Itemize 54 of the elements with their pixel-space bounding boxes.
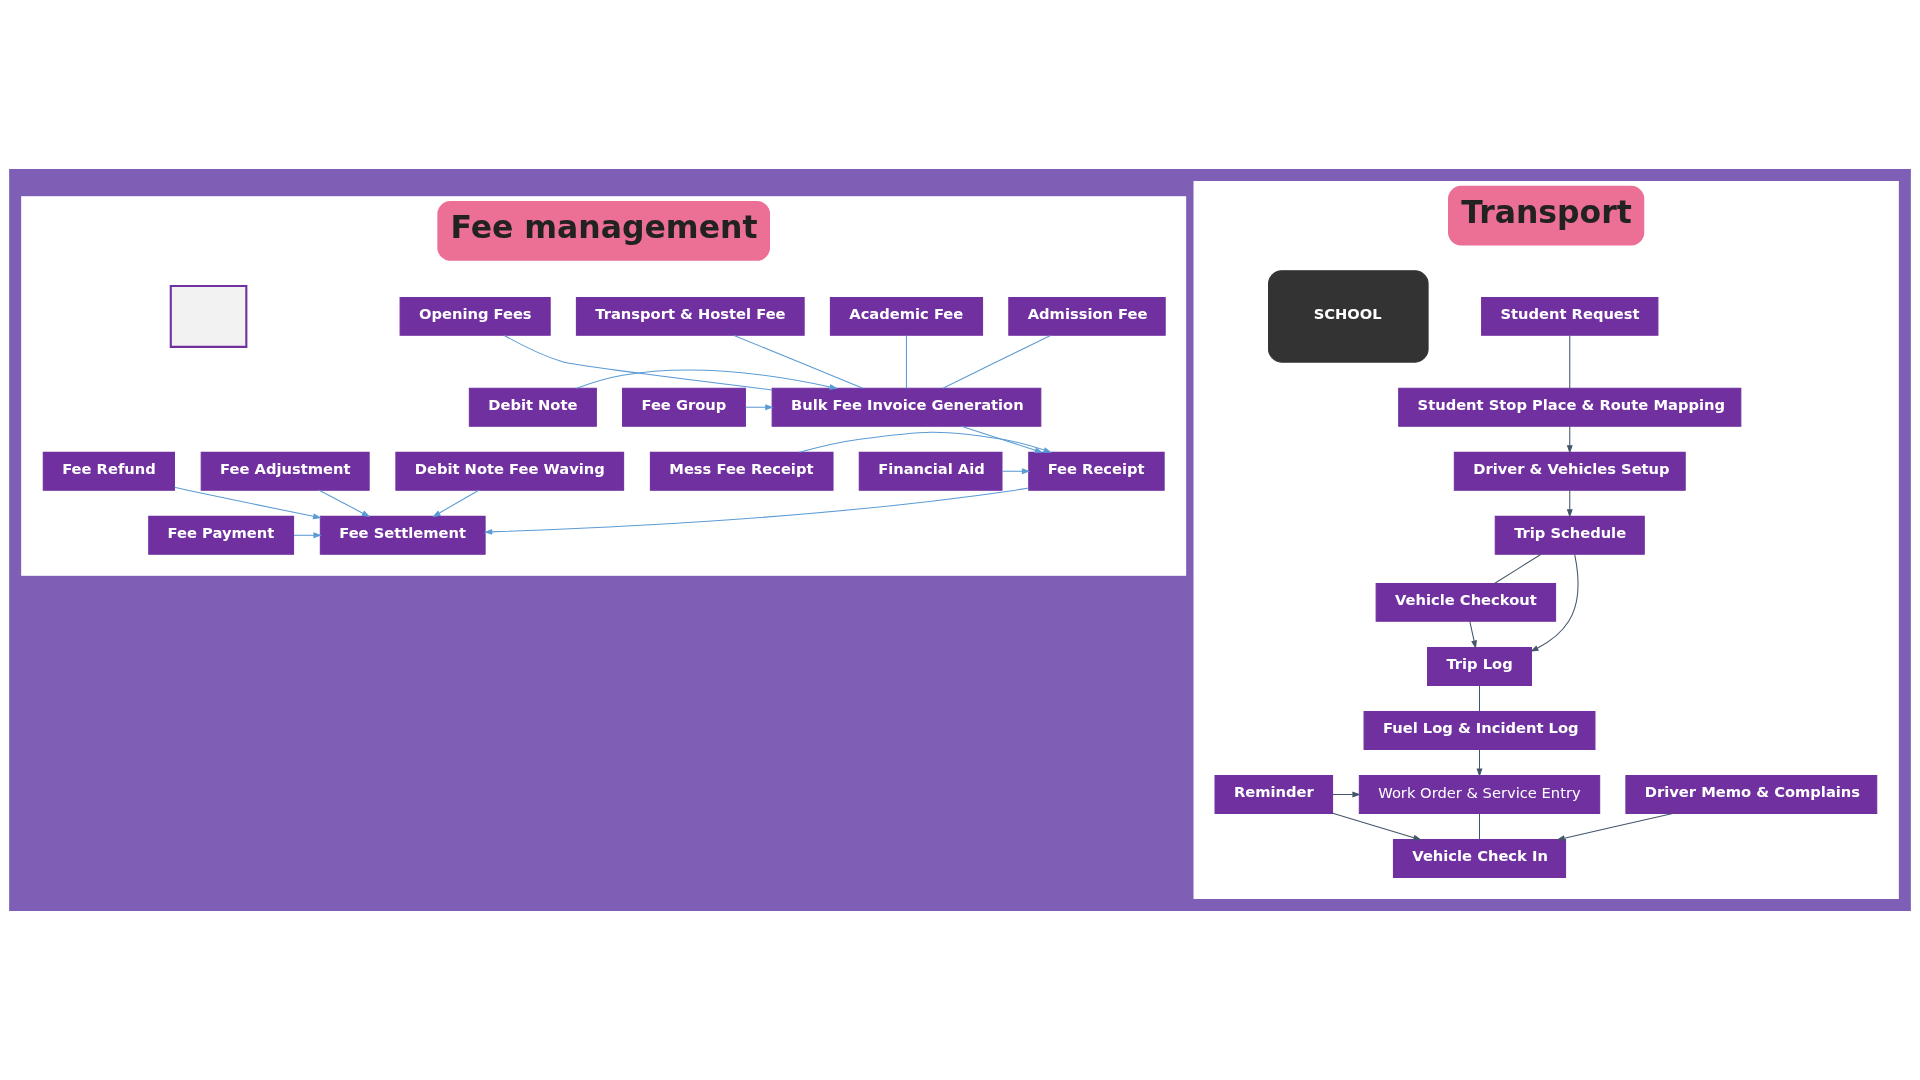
node-box: Fee Adjustment [200,451,370,491]
arrow [1566,425,1573,454]
node-box: Fee Group [622,387,746,427]
node-box: Opening Fees [399,297,551,336]
connector [733,334,864,389]
node-box [169,284,248,348]
arrow [1530,553,1579,652]
node-box: Transport & Hostel Fee [575,297,805,336]
arrow [1556,812,1674,841]
arrow [1566,489,1573,518]
arrow [318,489,371,518]
arrow [1332,791,1361,798]
connector [942,334,1051,389]
connector [503,334,773,391]
node-box: Driver Memo & Complains [1625,775,1878,814]
node-box: Academic Fee [829,297,984,336]
node-box: Fuel Log & Incident Log [1363,711,1596,750]
node-box: Student Request [1481,297,1659,336]
arrow [1469,620,1477,649]
arrow [960,425,1044,454]
arrow [798,431,1052,453]
node-box: Vehicle Check In [1392,839,1567,878]
node-box: Admission Fee [1008,297,1166,336]
arrow [293,532,322,539]
arrow [432,489,480,518]
arrow [1001,468,1031,475]
node-box: Financial Aid [858,451,1003,491]
node-box: Bulk Fee Invoice Generation [771,387,1042,427]
arrow [1476,748,1483,777]
arrow [1332,812,1422,841]
node-box: Student Stop Place & Route Mapping [1398,387,1742,427]
connector [1569,334,1571,389]
arrow [174,486,322,520]
connector [1478,684,1481,712]
node-box: Work Order & Service Entry [1358,775,1601,814]
node-box: Fee Receipt [1028,451,1165,491]
node-box: Trip Schedule [1494,515,1645,555]
connector [905,334,907,389]
node-box: Fee Settlement [319,515,486,555]
node-box: Trip Log [1427,647,1532,686]
node-box: Reminder [1214,775,1334,814]
node-box: Fee Payment [148,515,295,555]
node-box: Mess Fee Receipt [649,451,834,491]
node-box: Fee Refund [42,451,175,491]
node-box: Driver & Vehicles Setup [1453,451,1686,491]
node-box: Vehicle Checkout [1375,583,1557,622]
connector [1478,812,1481,840]
node-box: Debit Note [468,387,597,427]
arrow [576,369,838,390]
node-box: SCHOOL [1268,270,1429,363]
node-box: Debit Note Fee Waving [395,451,625,491]
connector [1493,553,1542,585]
arrow [483,487,1030,535]
arrow [745,404,774,411]
